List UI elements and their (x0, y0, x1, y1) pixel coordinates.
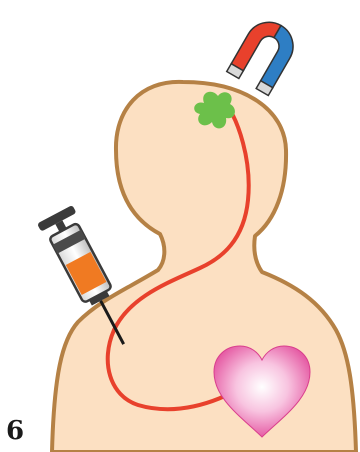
panel-number: 6 (6, 418, 24, 444)
magnet-icon (227, 13, 302, 95)
